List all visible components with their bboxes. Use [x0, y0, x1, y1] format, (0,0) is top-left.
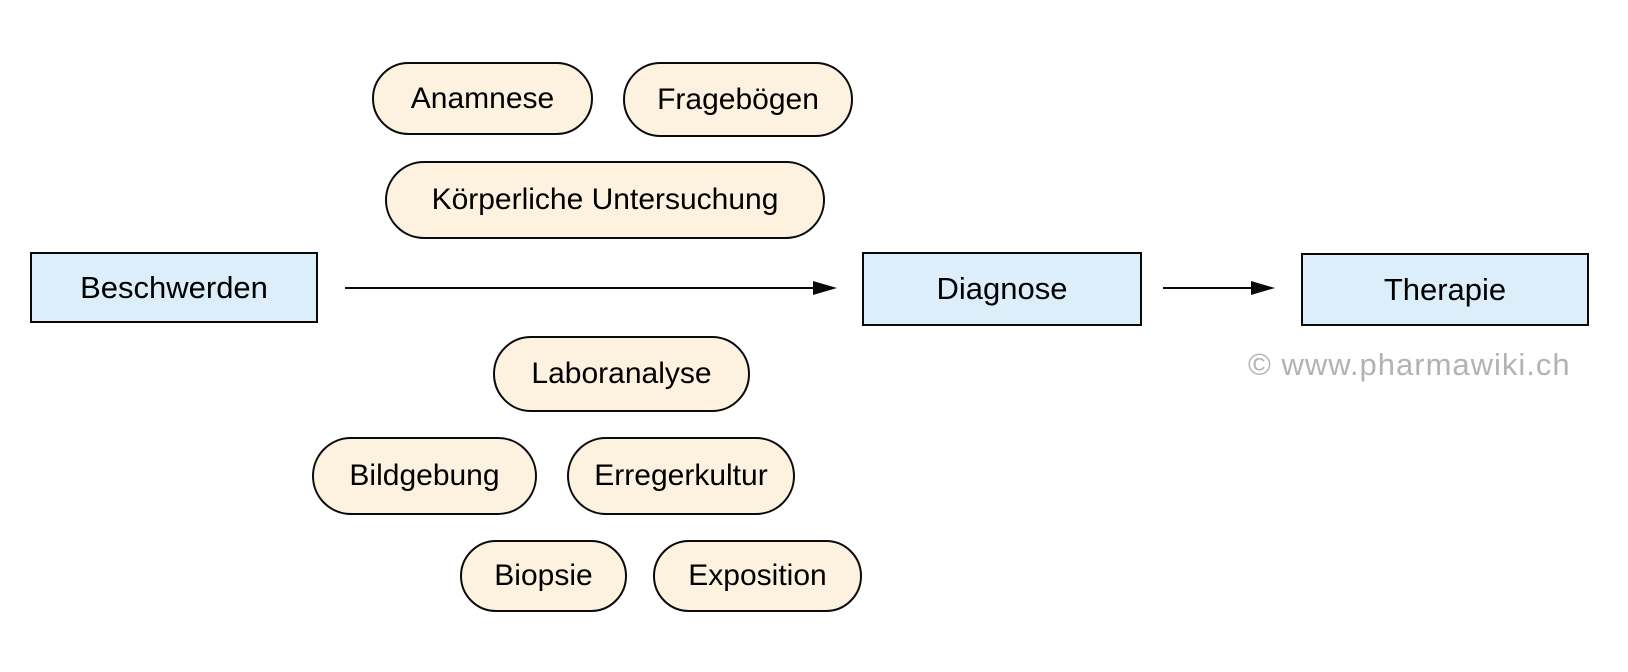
arrow-diagnose-to-therapie-icon — [1163, 281, 1275, 295]
flow-node-beschwerden: Beschwerden — [30, 252, 318, 323]
method-pill-bildgebung: Bildgebung — [312, 437, 537, 515]
flow-node-diagnose: Diagnose — [862, 252, 1142, 326]
method-pill-laboranalyse: Laboranalyse — [493, 336, 750, 412]
method-pill-koerperliche-untersuchung: Körperliche Untersuchung — [385, 161, 825, 239]
arrow-beschwerden-to-diagnose-icon — [345, 281, 837, 295]
method-pill-biopsie: Biopsie — [460, 540, 627, 612]
method-pill-erregerkultur: Erregerkultur — [567, 437, 795, 515]
method-pill-anamnese: Anamnese — [372, 62, 593, 135]
flow-node-therapie: Therapie — [1301, 253, 1589, 326]
copyright-watermark: © www.pharmawiki.ch — [1248, 347, 1571, 382]
method-pill-exposition: Exposition — [653, 540, 862, 612]
method-pill-frageboegen: Fragebögen — [623, 62, 853, 137]
